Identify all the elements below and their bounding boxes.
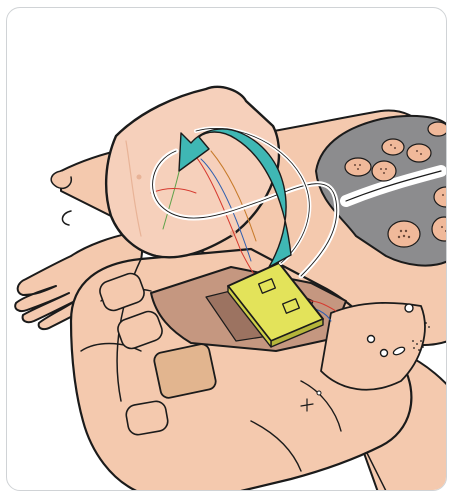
pad-upper-left (99, 272, 145, 312)
illustration-frame (6, 7, 447, 491)
port-4 (392, 346, 406, 356)
skin-patch (153, 343, 217, 399)
manikin-illustration (14, 85, 446, 490)
pad-middle-left (117, 310, 163, 350)
pad-lower-left (125, 400, 169, 436)
sensor-holes (344, 121, 446, 248)
port-3 (404, 303, 414, 313)
sensor-board (227, 262, 324, 348)
teal-arrow-icon (178, 128, 292, 268)
port-2 (379, 348, 389, 358)
port-1 (366, 334, 376, 344)
left-arm (14, 230, 144, 331)
